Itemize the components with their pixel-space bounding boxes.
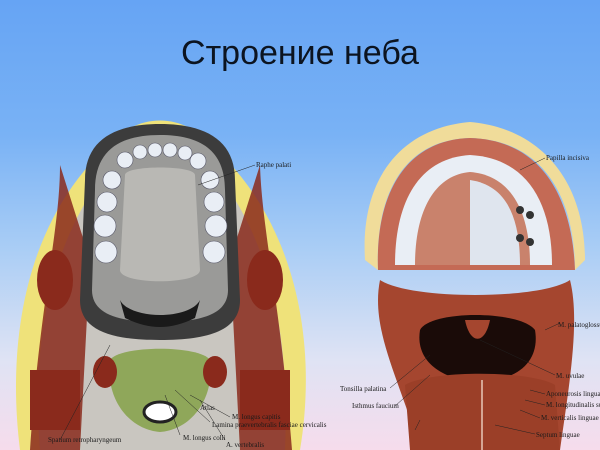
- label-verticalis: M. verticalis linguae: [541, 414, 599, 422]
- label-isthmus: Isthmus faucium: [352, 402, 399, 410]
- label-tonsil: Tonsilla palatina: [340, 385, 387, 393]
- cross-section-illustration: [15, 120, 306, 450]
- label-long-sup: M. longitudinalis superior: [546, 401, 600, 409]
- label-septum: Septum linguae: [536, 431, 580, 439]
- open-mouth-illustration: [364, 122, 585, 450]
- label-longus-capitis: M. longus capitis: [232, 413, 281, 421]
- label-atlas: Atlas: [200, 404, 215, 412]
- label-papilla: Papilla incisiva: [546, 154, 590, 162]
- label-longus-colli: M. longus colli: [183, 434, 226, 442]
- label-raphe-palati: Raphe palati: [256, 161, 291, 169]
- label-uvulae: M. uvulae: [556, 372, 584, 380]
- label-aponeurosis: Aponeurosis linguae: [546, 390, 600, 398]
- label-retropharyngeal: Spatium retropharyngeum: [48, 436, 122, 444]
- slide-title: Строение неба: [181, 34, 419, 72]
- label-palatoglossus: M. palatoglossus: [558, 321, 600, 329]
- label-vertebral-artery: A. vertebralis: [226, 441, 264, 449]
- label-lamina: Lamina praevertebralis fasciae cervicali…: [212, 421, 327, 429]
